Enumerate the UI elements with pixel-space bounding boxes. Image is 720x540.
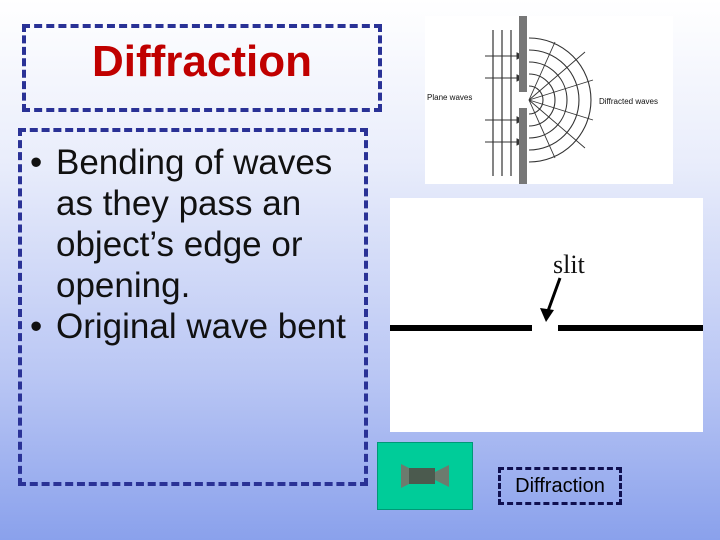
bullet-marker: • [30, 143, 43, 182]
video-camera-icon [401, 464, 449, 488]
bullet-text: Bending of waves as they pass an object’… [56, 143, 333, 305]
bullet-list: • Bending of waves as they pass an objec… [22, 132, 364, 347]
diffraction-diagram: Plane waves Diffracted waves [425, 16, 673, 184]
bullet-item: • Bending of waves as they pass an objec… [22, 142, 364, 306]
slide-title: Diffraction [92, 37, 312, 86]
plane-waves-label: Plane waves [427, 93, 472, 102]
barrier-bottom [519, 108, 527, 184]
wave-diagram-svg: Plane waves Diffracted waves [427, 16, 658, 184]
slit-label: slit [553, 250, 585, 279]
play-movie-button[interactable] [377, 442, 473, 510]
barrier-top [519, 16, 527, 92]
slit-arrow [546, 277, 562, 312]
diffraction-link-label: Diffraction [515, 474, 605, 497]
slit-arrowhead [540, 308, 554, 322]
bullet-marker: • [30, 307, 43, 346]
slit-diagram-svg [390, 277, 703, 331]
slit-diagram: slit [390, 198, 703, 432]
bullet-box: • Bending of waves as they pass an objec… [18, 128, 368, 486]
bullet-item: • Original wave bent [22, 306, 364, 347]
diffracted-waves-label: Diffracted waves [599, 97, 658, 106]
title-box: Diffraction [22, 24, 382, 112]
bullet-text: Original wave bent [56, 307, 346, 346]
diffraction-link[interactable]: Diffraction [498, 467, 622, 505]
